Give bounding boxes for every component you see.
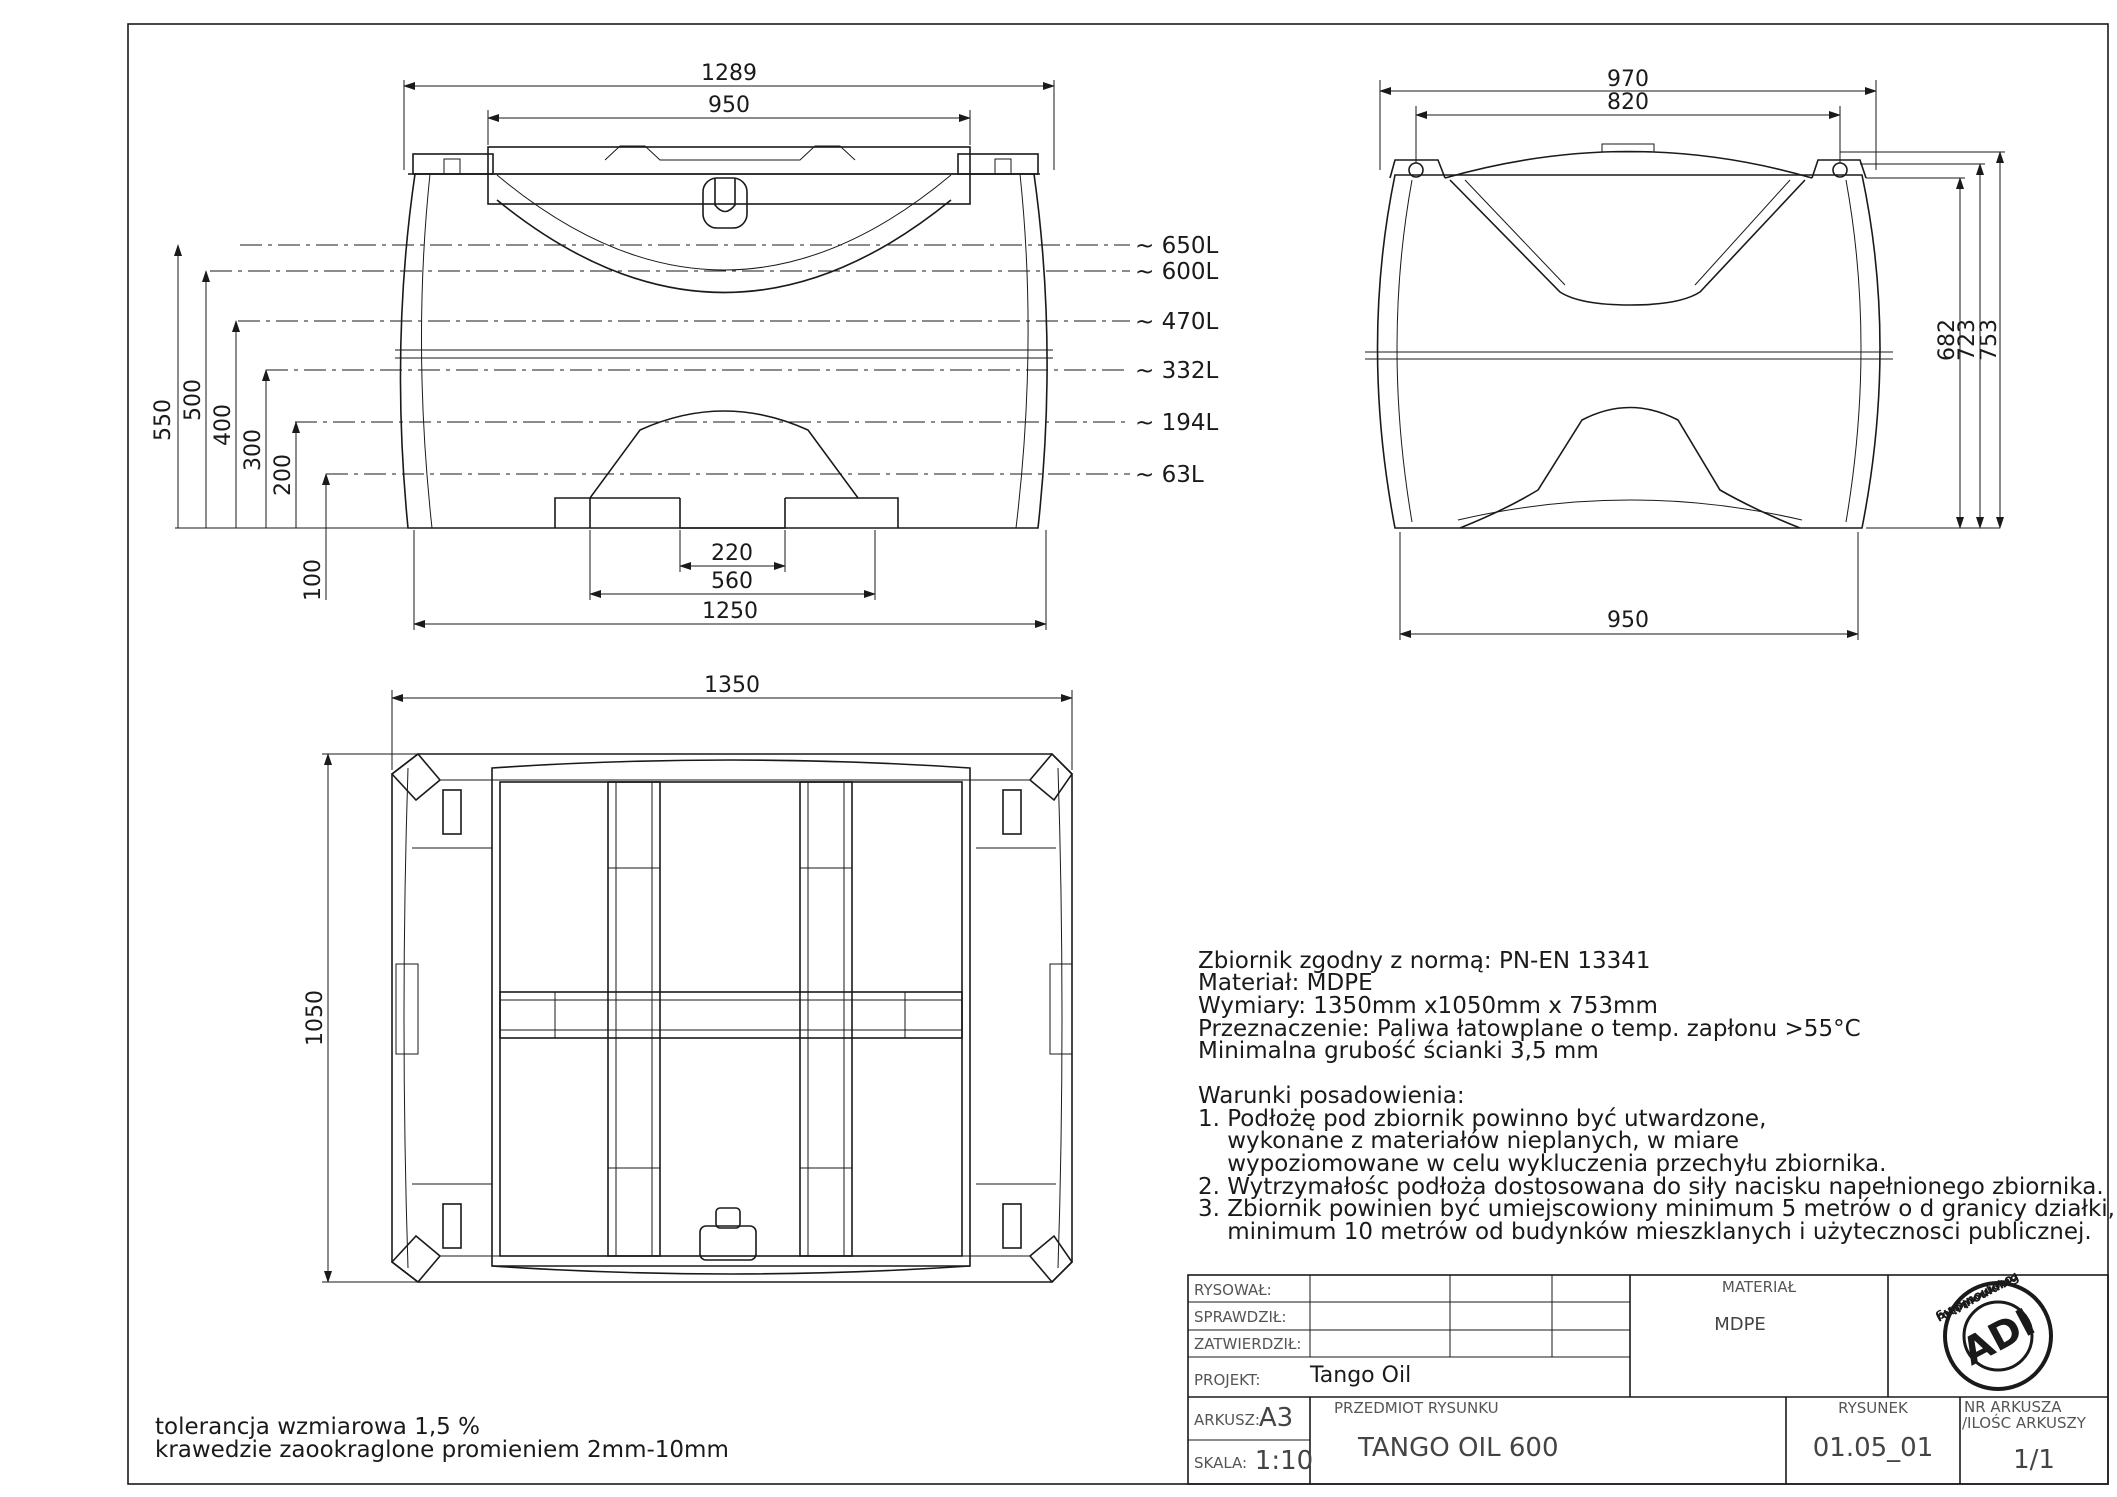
tb-zatwierdzil-label: ZATWIERDZIŁ: bbox=[1194, 1335, 1301, 1353]
sheet-border bbox=[127, 23, 2109, 1485]
conditions-title: Warunki posadowienia: bbox=[1198, 1083, 1465, 1109]
dim-h-100: 100 bbox=[301, 559, 326, 601]
level-650: ~ 650L bbox=[1135, 233, 1218, 259]
level-63: ~ 63L bbox=[1135, 462, 1204, 488]
condition-line-6: minimum 10 metrów od budynków mieszklany… bbox=[1198, 1219, 2092, 1245]
spec-line-3: Wymiary: 1350mm x1050mm x 753mm bbox=[1198, 993, 1658, 1019]
side-dim-970: 970 bbox=[1607, 67, 1649, 92]
tb-sprawdzil-label: SPRAWDZIŁ: bbox=[1194, 1308, 1286, 1326]
spec-line-5: Minimalna grubość ścianki 3,5 mm bbox=[1198, 1038, 1599, 1064]
condition-line-1: 1. Podłożę pod zbiornik powinno być utwa… bbox=[1198, 1106, 1766, 1132]
tolerance-line-1: tolerancja wzmiarowa 1,5 % bbox=[155, 1414, 480, 1440]
side-dim-820: 820 bbox=[1607, 90, 1649, 115]
tb-nr-arkusza-value: 1/1 bbox=[2013, 1445, 2055, 1475]
dim-top-1289: 1289 bbox=[701, 61, 757, 86]
spec-line-4: Przeznaczenie: Paliwa łatowplane o temp.… bbox=[1198, 1016, 1861, 1042]
level-332: ~ 332L bbox=[1135, 358, 1218, 384]
level-470: ~ 470L bbox=[1135, 309, 1218, 335]
adi-rotomoulding-logo: ADI rotomoulding rotomoulding bbox=[1934, 1270, 2053, 1391]
tb-rysunek-label: RYSUNEK bbox=[1838, 1399, 1909, 1417]
front-view: ~ 650L ~ 600L ~ 470L ~ 332L ~ 194L ~ 63L… bbox=[151, 61, 1218, 630]
tb-projekt-value: Tango Oil bbox=[1309, 1363, 1411, 1388]
spec-line-1: Zbiornik zgodny z normą: PN-EN 13341 bbox=[1198, 948, 1651, 974]
dim-top-950: 950 bbox=[708, 93, 750, 118]
dim-h-200: 200 bbox=[271, 454, 296, 496]
dim-h-400: 400 bbox=[211, 404, 236, 446]
tb-skala-value: 1:10 bbox=[1255, 1446, 1313, 1476]
tb-rysunek-value: 01.05_01 bbox=[1813, 1433, 1934, 1463]
level-194: ~ 194L bbox=[1135, 410, 1218, 436]
tolerance-line-2: krawedzie zaookraglone promieniem 2mm-10… bbox=[155, 1437, 729, 1463]
top-view: 1350 1050 bbox=[303, 673, 1074, 1284]
tb-przedmiot-label: PRZEDMIOT RYSUNKU bbox=[1334, 1399, 1499, 1417]
condition-line-5: 3. Zbiornik powinien być umiejscowiony m… bbox=[1198, 1196, 2115, 1222]
tb-arkusz-value: A3 bbox=[1259, 1403, 1293, 1433]
tb-ilosc-arkuszy-label: /ILOŚC ARKUSZY bbox=[1962, 1413, 2087, 1432]
tb-projekt-label: PROJEKT: bbox=[1194, 1371, 1260, 1389]
dim-h-550: 550 bbox=[151, 399, 176, 441]
condition-line-4: 2. Wytrzymałośc podłoża dostosowana do s… bbox=[1198, 1174, 2104, 1200]
dim-h-300: 300 bbox=[241, 429, 266, 471]
side-dim-950: 950 bbox=[1607, 608, 1649, 633]
side-dim-753: 753 bbox=[1977, 319, 2002, 361]
tb-rysowal-label: RYSOWAŁ: bbox=[1194, 1281, 1272, 1299]
tb-przedmiot-value: TANGO OIL 600 bbox=[1357, 1433, 1558, 1463]
side-view: 970 820 950 682 723 753 bbox=[1365, 67, 2005, 640]
side-dim-723: 723 bbox=[1955, 319, 1980, 361]
spec-line-2: Materiał: MDPE bbox=[1198, 970, 1373, 996]
side-dim-682: 682 bbox=[1935, 319, 1960, 361]
condition-line-2: wykonane z materiałów nieplanych, w miar… bbox=[1198, 1128, 1739, 1154]
tb-nr-arkusza-label: NR ARKUSZA bbox=[1964, 1398, 2062, 1416]
dim-base-1250: 1250 bbox=[702, 599, 758, 624]
top-dim-1050: 1050 bbox=[303, 990, 328, 1046]
tb-skala-label: SKALA: bbox=[1194, 1454, 1247, 1472]
level-600: ~ 600L bbox=[1135, 259, 1218, 285]
title-block: RYSOWAŁ: SPRAWDZIŁ: ZATWIERDZIŁ: PROJEKT… bbox=[1187, 1270, 2109, 1485]
specs-block: Zbiornik zgodny z normą: PN-EN 13341 Mat… bbox=[1198, 948, 2115, 1245]
dim-base-560: 560 bbox=[711, 569, 753, 594]
dim-base-220: 220 bbox=[711, 541, 753, 566]
dim-h-500: 500 bbox=[181, 379, 206, 421]
tb-material-value: MDPE bbox=[1714, 1314, 1766, 1335]
top-dim-1350: 1350 bbox=[704, 673, 760, 698]
condition-line-3: wypoziomowane w celu wykluczenia przechy… bbox=[1198, 1151, 1886, 1177]
tb-material-label: MATERIAŁ bbox=[1722, 1278, 1797, 1296]
tb-arkusz-label: ARKUSZ: bbox=[1194, 1411, 1260, 1429]
